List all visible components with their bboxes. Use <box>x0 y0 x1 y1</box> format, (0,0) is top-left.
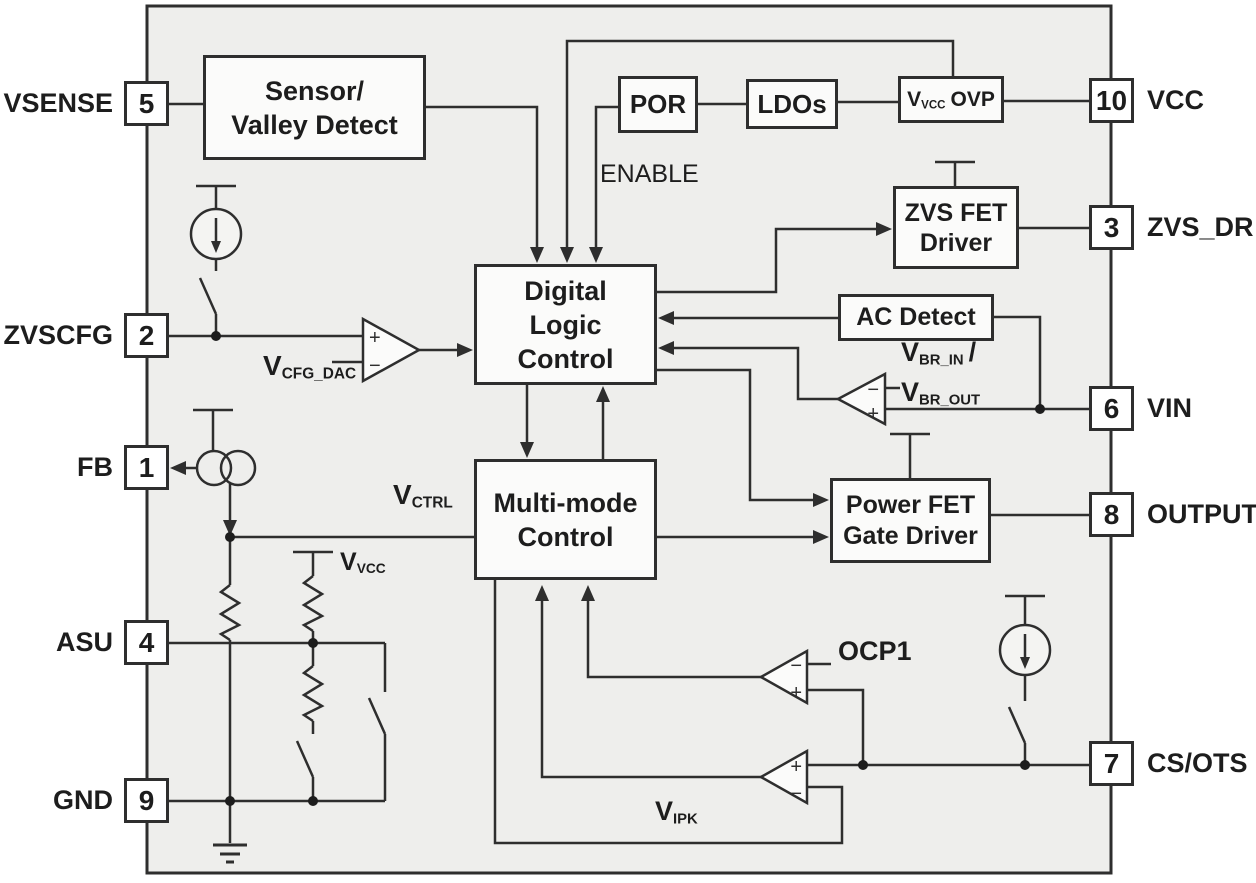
current-mirror-circle-right <box>219 449 257 487</box>
comparator-vbr <box>835 371 887 427</box>
current-mirror-circle-left <box>195 449 233 487</box>
ocp1-plus-sign: + <box>790 682 802 704</box>
comparator-signs: + − − + − + + − <box>369 327 879 805</box>
wire-cs-comp-to-mmc <box>535 585 761 779</box>
label-vvcc: VVCC <box>340 548 386 577</box>
pin-label-vin: VIN <box>1147 393 1193 423</box>
label-vctrl: VCTRL <box>393 479 453 512</box>
supply-bar-fb-mirror <box>193 408 233 452</box>
wire-vcc-top-to-dlc <box>560 39 955 263</box>
vbr-minus-sign: − <box>867 379 879 401</box>
wire-acdetect-to-vin <box>994 315 1042 409</box>
pin-label-cs-ots: CS/OTS <box>1147 748 1248 778</box>
supply-bar-pfgd <box>890 432 930 478</box>
cfg-minus-sign: − <box>369 355 381 377</box>
junction-dot <box>1035 404 1045 414</box>
label-enable: ENABLE <box>600 160 699 188</box>
pin-box-8: 8 <box>1089 492 1134 537</box>
junction-dot <box>858 760 868 770</box>
block-zvs-fet-driver: ZVS FET Driver <box>893 186 1019 269</box>
junction-dot <box>225 532 235 542</box>
pin-box-4: 4 <box>124 620 169 665</box>
supply-bar-vvcc <box>293 550 333 576</box>
block-por: POR <box>618 76 698 133</box>
label-vcfg-dac: VCFG_DAC <box>263 350 357 383</box>
wire-dlc-to-pfgd <box>657 368 829 507</box>
supply-bar-zvscfg-source <box>196 184 236 209</box>
wire-enable-to-dlc <box>589 105 618 263</box>
junction-dots <box>211 331 1045 806</box>
junction-dot <box>308 638 318 648</box>
comparator-ocp1 <box>758 648 809 706</box>
pin-label-asu: ASU <box>55 627 113 657</box>
resistor-asu <box>301 665 325 723</box>
pin-box-5: 5 <box>124 81 169 126</box>
junction-dot <box>308 796 318 806</box>
block-ldos: LDOs <box>746 79 838 129</box>
comparator-cs <box>758 748 809 806</box>
comparator-cfg-dac <box>361 316 422 384</box>
wire-ocp1-to-mmc <box>581 585 761 679</box>
pin-label-fb: FB <box>77 452 113 482</box>
vbr-plus-sign: + <box>867 403 879 425</box>
pin-box-9: 9 <box>124 778 169 823</box>
block-digital-logic-control: Digital Logic Control <box>474 264 657 385</box>
resistor-vvcc <box>301 575 325 633</box>
switch-asu-right <box>367 643 387 801</box>
label-vipk: VIPK <box>655 796 698 828</box>
wires <box>169 39 1089 864</box>
block-sensor-valley-detect: Sensor/ Valley Detect <box>203 55 426 160</box>
pin-label-zvscfg: ZVSCFG <box>3 320 113 350</box>
supply-bar-cs-source <box>1005 594 1045 625</box>
cfg-plus-sign: + <box>369 327 381 349</box>
junction-dot <box>225 796 235 806</box>
wire-dlc-to-zvs-driver <box>657 222 892 294</box>
pin-box-2: 2 <box>124 313 169 358</box>
junction-dot <box>211 331 221 341</box>
pin-label-vcc: VCC <box>1147 85 1205 115</box>
pin-label-gnd: GND <box>53 785 113 815</box>
wire-vipk-loop <box>493 580 844 845</box>
pin-label-output: OUTPUT <box>1147 499 1256 529</box>
pin-box-1: 1 <box>124 445 169 490</box>
pin-box-10: 10 <box>1089 78 1134 123</box>
pin-box-6: 6 <box>1089 386 1134 431</box>
ocp1-minus-sign: − <box>790 655 802 677</box>
pin-box-3: 3 <box>1089 205 1134 250</box>
pin-label-zvs-dr: ZVS_DR <box>1147 212 1254 242</box>
junction-dot <box>1020 760 1030 770</box>
pin-label-vsense: VSENSE <box>3 88 113 118</box>
wire-ocp1-plus <box>807 688 865 765</box>
wire-vbr-comp-to-dlc <box>658 341 838 401</box>
resistor-fb <box>218 584 242 642</box>
label-ocp1: OCP1 <box>838 636 912 666</box>
cs-minus-sign: − <box>790 783 802 805</box>
cs-plus-sign: + <box>790 756 802 778</box>
wire-sensor-to-dlc <box>426 105 544 263</box>
label-vbr: VBR_IN/ VBR_OUT <box>901 337 981 409</box>
block-multi-mode-control: Multi-mode Control <box>474 459 657 580</box>
ground-symbol <box>213 843 247 864</box>
block-power-fet-gate-driver: Power FET Gate Driver <box>830 478 991 563</box>
block-ac-detect: AC Detect <box>838 294 994 341</box>
supply-bar-zvs-driver <box>935 160 975 186</box>
pin-box-7: 7 <box>1089 741 1134 786</box>
